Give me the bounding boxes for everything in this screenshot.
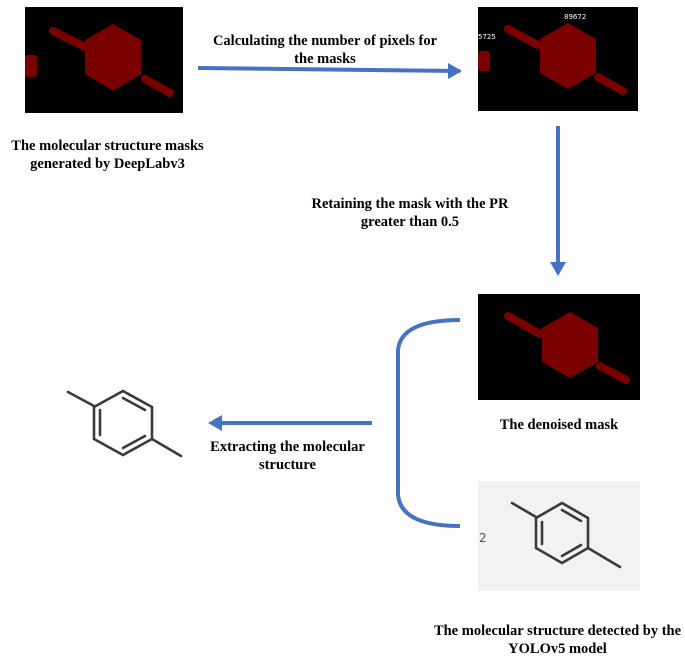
label-retaining-mask: Retaining the mask with the PR greater t… bbox=[311, 196, 509, 230]
mask-bond-lower bbox=[596, 362, 630, 384]
yolo-detected-structure bbox=[478, 481, 640, 591]
small-mask-blob bbox=[25, 55, 37, 77]
extracted-structure-drawing bbox=[66, 389, 183, 458]
label-extracting-structure: Extracting the molecular structure bbox=[210, 439, 365, 473]
arrow-to-pixel-count bbox=[197, 66, 461, 73]
pixel-count-large: 89672 bbox=[564, 13, 587, 21]
mask-hexagon bbox=[85, 24, 141, 91]
mask-bond-upper bbox=[49, 27, 89, 51]
small-mask-blob bbox=[478, 51, 490, 71]
deeplab-mask-panel bbox=[25, 7, 183, 113]
arrowhead-left bbox=[208, 415, 222, 431]
mask-hexagon bbox=[542, 312, 598, 378]
denoised-mask-image bbox=[478, 294, 640, 400]
label-denoised-mask: The denoised mask bbox=[499, 417, 619, 433]
mask-bond-lower bbox=[141, 75, 174, 97]
label-calculating-pixels: Calculating the number of pixels for the… bbox=[212, 33, 438, 67]
pixel-count-mask-image bbox=[478, 7, 638, 111]
yolo-crop-subscript: 2 bbox=[479, 531, 487, 545]
label-masks-generated: The molecular structure masks generated … bbox=[11, 138, 204, 172]
mask-hexagon bbox=[540, 23, 596, 89]
mask-bond-upper bbox=[504, 25, 542, 49]
yolo-detected-panel: 2 bbox=[478, 481, 640, 591]
mask-bond-lower bbox=[594, 73, 627, 95]
pixel-count-panel: 5725 89672 bbox=[478, 7, 638, 111]
mask-bond-upper bbox=[504, 312, 544, 338]
denoised-mask-panel bbox=[478, 294, 640, 400]
arrowhead-down bbox=[550, 262, 566, 276]
extracted-structure bbox=[60, 380, 190, 470]
pixel-count-small: 5725 bbox=[478, 33, 496, 41]
combine-bracket bbox=[396, 318, 461, 528]
arrowhead-right bbox=[448, 63, 462, 79]
deeplab-mask-image bbox=[25, 7, 183, 113]
